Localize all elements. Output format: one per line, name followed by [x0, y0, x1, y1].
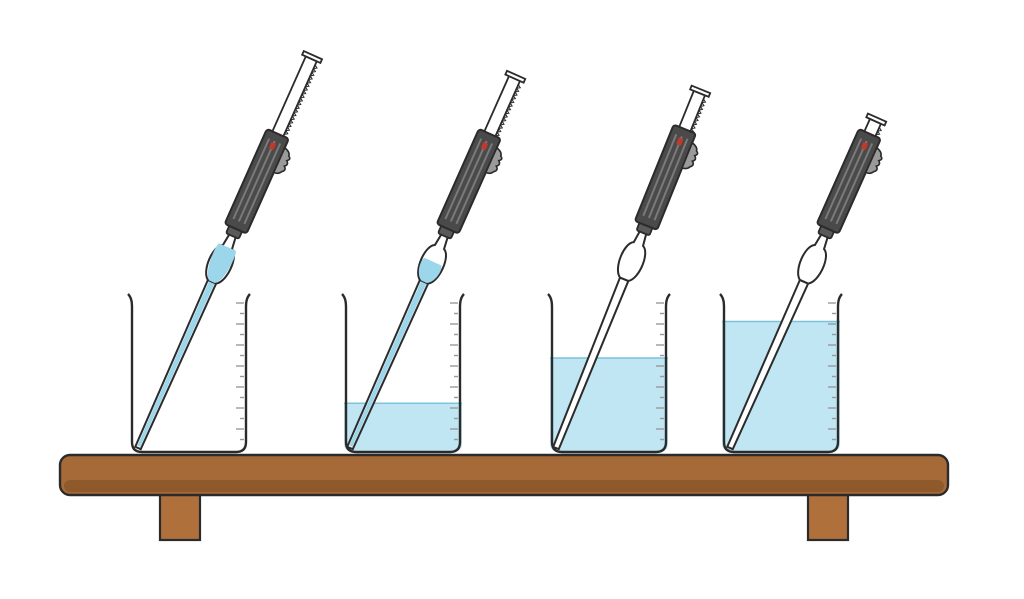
filler-stripe [647, 136, 683, 219]
filler-wheel [484, 146, 503, 175]
filler-stripe [232, 138, 271, 220]
filler-indicator [268, 141, 277, 151]
filler-stripe [829, 140, 868, 222]
filler-stripe [237, 140, 276, 222]
beaker-scale [828, 302, 836, 441]
pipette-icon [133, 49, 324, 451]
plunger-teeth [284, 64, 318, 135]
shelf-shadow [64, 480, 944, 492]
station-3 [547, 84, 712, 454]
filler-stripe [824, 138, 863, 220]
filler-stripe [653, 138, 689, 221]
stations [127, 49, 888, 454]
station-4 [719, 112, 888, 454]
beaker-scale [236, 302, 244, 441]
plunger-teeth [875, 127, 883, 136]
plunger-teeth [689, 98, 707, 133]
pipette-liquid-stem [137, 280, 215, 447]
filler-wheel [272, 146, 291, 175]
plunger-cap [688, 84, 712, 98]
pipette-liquid-stem [349, 280, 427, 447]
shelf [58, 453, 950, 542]
filler-stripe [243, 143, 282, 225]
filler-stripe [444, 138, 483, 220]
beaker-icon [127, 293, 251, 454]
filler-stripe [449, 140, 488, 222]
filler-indicator [480, 141, 489, 151]
plunger-cap [865, 112, 888, 127]
plunger-rod [271, 55, 318, 138]
shelf-leg-left [158, 490, 202, 542]
plunger-teeth [495, 84, 522, 137]
filler-stripe [455, 143, 494, 225]
pipette-icon [345, 69, 527, 451]
pipette-icon [725, 112, 888, 451]
beaker-icon [547, 293, 671, 454]
filler-wheel [681, 141, 699, 170]
plunger-rod [678, 89, 707, 133]
plunger-cap [504, 69, 527, 84]
station-1 [127, 49, 324, 454]
filler-stripe [835, 143, 874, 225]
beaker-liquid [550, 358, 668, 451]
pipette-liquid-bulb [207, 243, 236, 283]
filler-indicator [860, 141, 869, 151]
plunger-cap [300, 49, 324, 65]
beaker-icon [719, 293, 843, 454]
filler-indicator [676, 137, 684, 146]
shelf-leg-right [806, 490, 850, 542]
filler-wheel [864, 146, 883, 175]
filler-stripe [642, 133, 678, 217]
pipette-icon [551, 84, 712, 451]
beaker-liquid [722, 321, 840, 451]
beaker-liquid [344, 403, 462, 451]
beaker-icon [341, 293, 465, 454]
station-2 [341, 69, 527, 454]
pipette-liquid-bulb [418, 258, 442, 283]
beaker-scale [656, 302, 664, 441]
beaker-scale [450, 302, 458, 441]
